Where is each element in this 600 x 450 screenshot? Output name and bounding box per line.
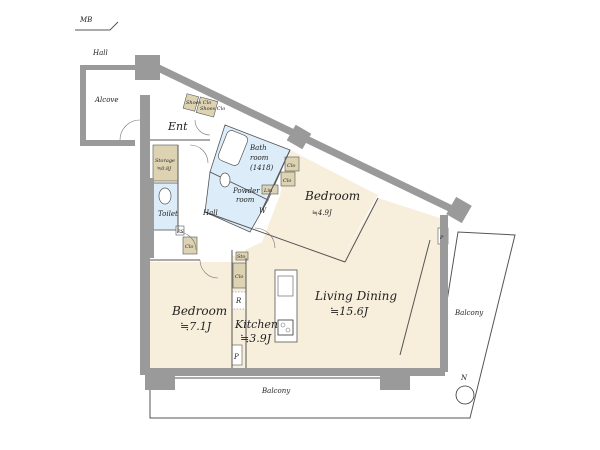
- bath-size-label: (1418): [250, 164, 274, 172]
- living-dining-label: Living Dining: [314, 289, 397, 303]
- clo-a-label: Clo: [287, 163, 295, 169]
- pantry-label: P: [233, 353, 239, 361]
- storage-area: ≒0.8J: [157, 166, 172, 172]
- clo-d-label: Clo: [235, 274, 243, 280]
- doors: [119, 119, 276, 279]
- bedroom-ne-area: ≒4.9J: [312, 209, 333, 217]
- washbasin: [219, 172, 231, 188]
- storage-label: Storage: [155, 158, 175, 164]
- alcove-label: Alcove: [94, 96, 119, 104]
- powder-room-label: room: [236, 196, 255, 204]
- walls: [80, 55, 472, 390]
- bedroom-w-floor: [150, 255, 245, 368]
- clo-c-label: Clo: [185, 244, 193, 250]
- bathtub: [217, 130, 249, 166]
- balcony-right-label: Balcony: [454, 309, 484, 317]
- shoes-clo-label-1: Shoes Clo: [186, 100, 211, 106]
- svg-text:MB: MB: [79, 16, 92, 24]
- toilet-fixture: [158, 187, 172, 205]
- balcony-p-label: P: [439, 235, 444, 241]
- ps-label: PS: [176, 229, 184, 235]
- bath-room-label: room: [250, 154, 269, 162]
- north-arrow-icon: N: [455, 374, 475, 410]
- balcony-bottom-label: Balcony: [261, 387, 291, 395]
- ent-label: Ent: [167, 120, 188, 133]
- shoes-clo-label-2: Shoes Clo: [200, 106, 225, 112]
- bedroom-ne-label: Bedroom: [304, 189, 360, 203]
- sto-label: Sto: [237, 254, 245, 260]
- bedroom-w-label: Bedroom: [171, 304, 227, 318]
- powder-room-floor: [204, 171, 269, 233]
- hall-label: Hall: [202, 209, 218, 217]
- washer-label: W: [259, 207, 267, 215]
- partitions: [150, 139, 431, 368]
- kitchen-counter: [274, 269, 298, 343]
- closets: [152, 93, 449, 366]
- bath-label: Bath: [249, 144, 267, 152]
- linen-label: Lin: [263, 188, 272, 194]
- hall-top-label: Hall: [92, 49, 108, 57]
- toilet-label: Toilet: [158, 210, 178, 218]
- kitchen-area: ≒3.9J: [240, 332, 272, 345]
- mb-marker: MB: [75, 16, 119, 31]
- svg-text:N: N: [460, 374, 468, 382]
- living-dining-area: ≒15.6J: [330, 305, 369, 318]
- powder-label: Powder: [232, 187, 260, 195]
- clo-b-label: Clo: [283, 178, 291, 184]
- refrigerator-label: R: [235, 297, 242, 305]
- kitchen-label: Kitchen: [234, 318, 278, 331]
- bedroom-w-area: ≒7.1J: [180, 320, 212, 333]
